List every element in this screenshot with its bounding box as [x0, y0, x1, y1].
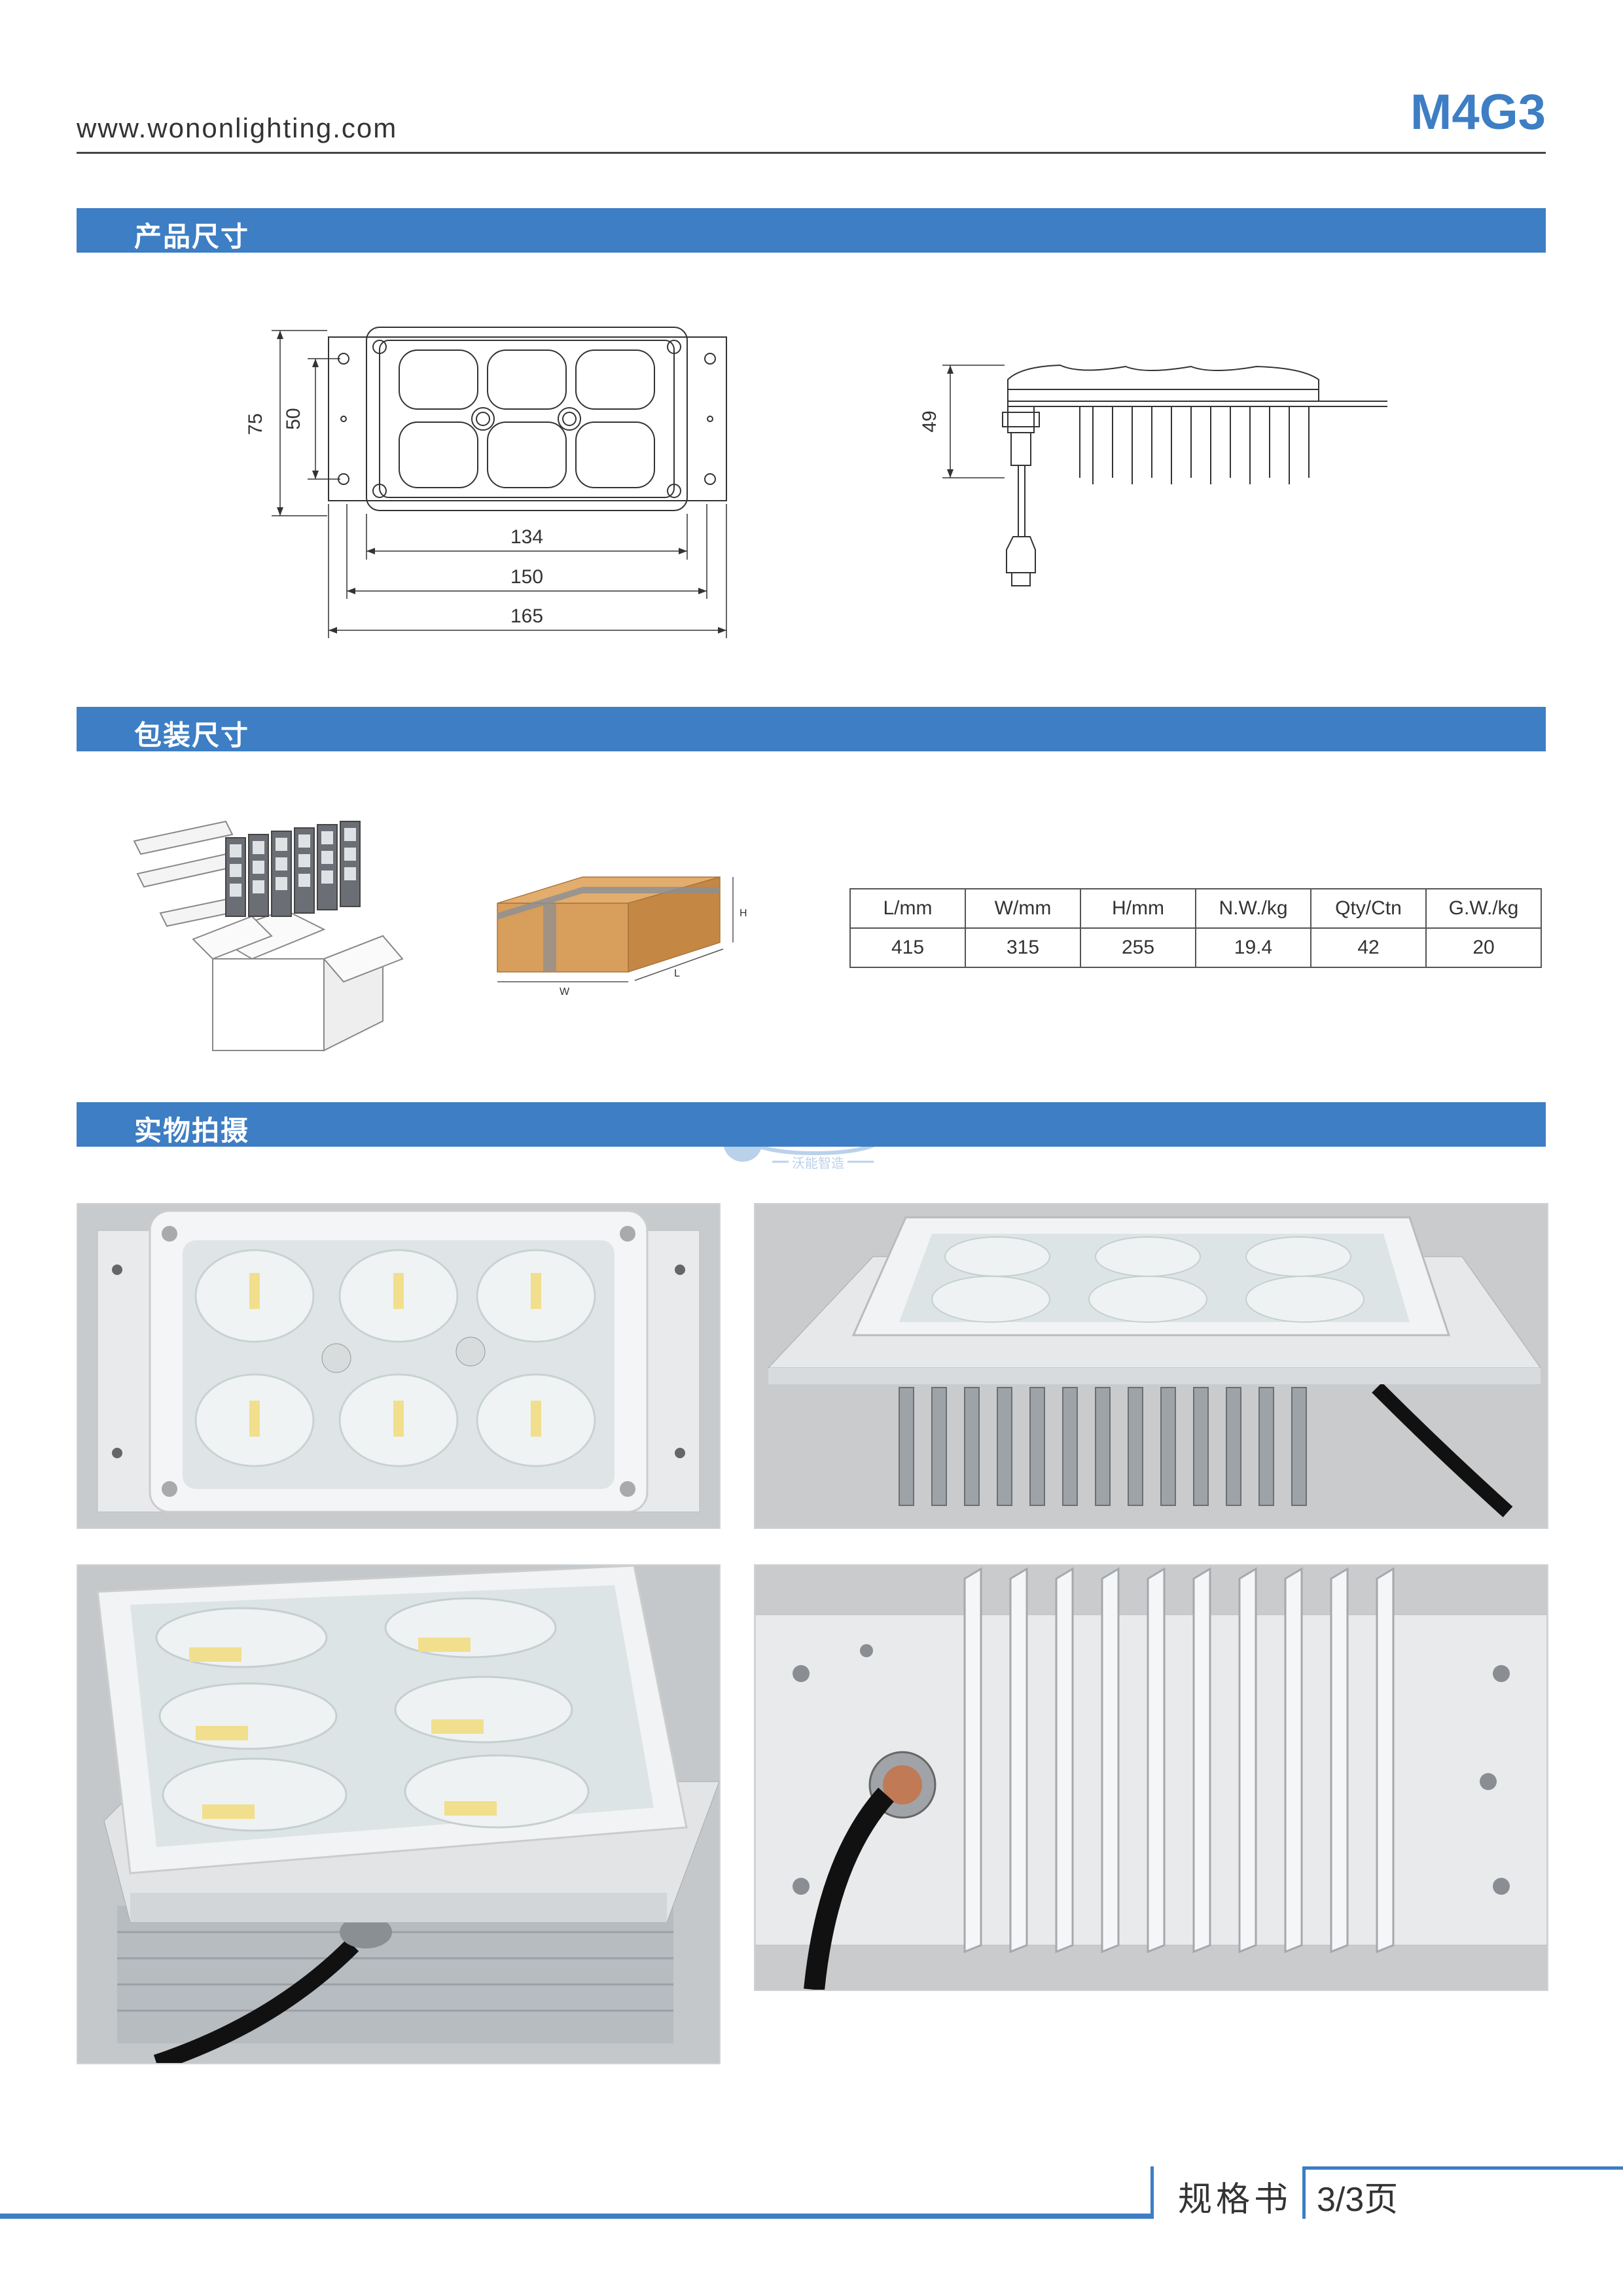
- dimension-165: 165: [510, 605, 543, 627]
- footer-separator: [1150, 2166, 1154, 2219]
- table-cell: 42: [1310, 927, 1427, 968]
- dimension-75: 75: [245, 413, 266, 435]
- photo-front-view: [77, 1203, 721, 1529]
- footer-separator: [1302, 2166, 1306, 2219]
- header-divider: [77, 152, 1546, 154]
- table-header-cell: N.W./kg: [1195, 888, 1311, 929]
- watermark-logo-icon: 沃能智造: [723, 1122, 882, 1171]
- section-title: 包装尺寸: [134, 720, 250, 751]
- section-title: 产品尺寸: [134, 221, 250, 252]
- carton-illustration: H W L: [497, 876, 747, 997]
- table-cell: 415: [849, 927, 966, 968]
- photo-back-view: [754, 1564, 1548, 1991]
- photo-angled-view: [754, 1203, 1548, 1529]
- carton-label-w: W: [560, 986, 570, 997]
- table-cell: 19.4: [1195, 927, 1311, 968]
- brand-watermark: 沃能智造: [717, 1113, 906, 1172]
- section-bar-packaging-dimensions: 包装尺寸: [77, 707, 1546, 751]
- footer-top-rule: [1304, 2166, 1623, 2170]
- dimension-134: 134: [510, 526, 543, 548]
- footer-doc-label: 规格书: [1178, 2181, 1293, 2219]
- watermark-text: 沃能智造: [792, 1155, 844, 1171]
- module-front-photo-icon: [97, 1210, 700, 1513]
- model-code: M4G3: [1410, 84, 1546, 140]
- dimension-49: 49: [919, 410, 940, 432]
- module-perspective-photo-icon: [96, 1566, 719, 2063]
- table-header-cell: L/mm: [849, 888, 966, 929]
- front-dimension-drawing: 75 50 134 150 165: [245, 327, 727, 638]
- table-cell: 255: [1080, 927, 1196, 968]
- module-body-outline: [366, 327, 688, 511]
- section-bar-product-dimensions: 产品尺寸: [77, 208, 1546, 253]
- carton-label-h: H: [740, 908, 747, 919]
- packaging-spec-table: L/mm W/mm H/mm N.W./kg Qty/Ctn G.W./kg 4…: [849, 888, 1542, 968]
- photo-perspective-view: [77, 1564, 721, 2064]
- table-header-row: L/mm W/mm H/mm N.W./kg Qty/Ctn G.W./kg: [849, 888, 1542, 929]
- table-header-cell: H/mm: [1080, 888, 1196, 929]
- table-header-cell: Qty/Ctn: [1310, 888, 1427, 929]
- mounting-plate-outline: [328, 336, 727, 501]
- website-url: www.wononlighting.com: [77, 113, 398, 143]
- table-header-cell: W/mm: [965, 888, 1081, 929]
- table-cell: 20: [1425, 927, 1542, 968]
- packaging-exploded-illustration: [133, 820, 404, 1052]
- module-back-photo-icon: [755, 1567, 1547, 1990]
- section-title: 实物拍摄: [134, 1115, 250, 1146]
- module-angled-photo-icon: [767, 1216, 1541, 1518]
- table-row: 415 315 255 19.4 42 20: [849, 927, 1542, 968]
- section-bar-product-photos: 实物拍摄: [77, 1102, 1546, 1147]
- table-header-cell: G.W./kg: [1425, 888, 1542, 929]
- table-cell: 315: [965, 927, 1081, 968]
- dimension-150: 150: [510, 566, 543, 588]
- carton-label-l: L: [674, 968, 680, 979]
- side-dimension-drawing: 49: [919, 364, 1387, 586]
- mounting-plate-side: [1007, 389, 1319, 402]
- dimension-50: 50: [283, 408, 304, 429]
- footer-page-number: 3/3页: [1317, 2181, 1399, 2219]
- footer-rule: [0, 2214, 1152, 2219]
